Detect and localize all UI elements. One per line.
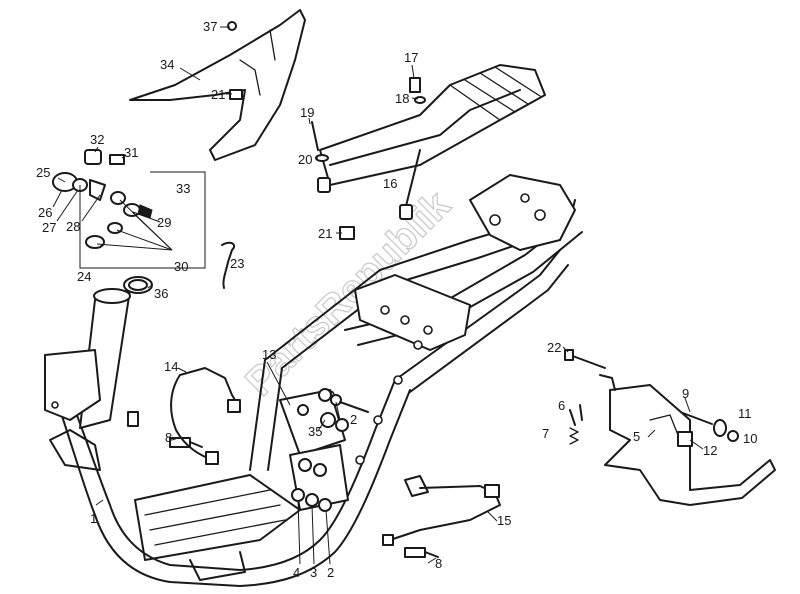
callout-34: 34 [160,57,174,72]
callout-17: 17 [404,50,418,65]
callout-20: 20 [298,152,312,167]
callout-16: 16 [383,176,397,191]
callout-10: 10 [743,431,757,446]
callout-1: 1 [90,511,97,526]
center-stand-5 [599,374,776,506]
callout-11: 11 [738,406,752,421]
callout-3: 3 [310,565,317,580]
callout-25: 25 [36,165,50,180]
callout-35: 35 [308,424,322,439]
callout-8-left: 8 [165,430,172,445]
callout-12: 12 [703,443,717,458]
callout-18: 18 [395,91,409,106]
callout-22: 22 [547,340,561,355]
callout-9: 9 [682,386,689,401]
callout-8-right: 8 [435,556,442,571]
callout-21-top: 21 [211,87,225,102]
callout-30: 30 [174,259,188,274]
footrest-15 [382,475,501,546]
callout-27: 27 [42,220,56,235]
leader-lines [52,26,704,565]
callout-19: 19 [300,105,314,120]
rear-carrier [317,64,546,220]
bracket-14 [170,367,241,465]
callout-7: 7 [542,426,549,441]
callout-26: 26 [38,205,52,220]
callout-37: 37 [203,19,217,34]
callout-24: 24 [77,269,91,284]
callout-2-top: 2 [350,412,357,427]
callout-33: 33 [176,181,190,196]
callout-36: 36 [154,286,168,301]
callout-5: 5 [633,429,640,444]
callout-21-mid: 21 [318,226,332,241]
callout-28: 28 [66,219,80,234]
callout-14: 14 [164,359,178,374]
callout-23: 23 [230,256,244,271]
rear-fairing [129,9,306,161]
main-frame [44,174,583,587]
callout-31: 31 [124,145,138,160]
callout-2-bottom: 2 [327,565,334,580]
callout-32: 32 [90,132,104,147]
callout-labels: 37 34 21 17 18 19 20 16 21 32 31 25 33 2… [36,19,757,580]
callout-29: 29 [157,215,171,230]
callout-13: 13 [262,347,276,362]
callout-6: 6 [558,398,565,413]
callout-4: 4 [293,565,300,580]
callout-15: 15 [497,513,511,528]
